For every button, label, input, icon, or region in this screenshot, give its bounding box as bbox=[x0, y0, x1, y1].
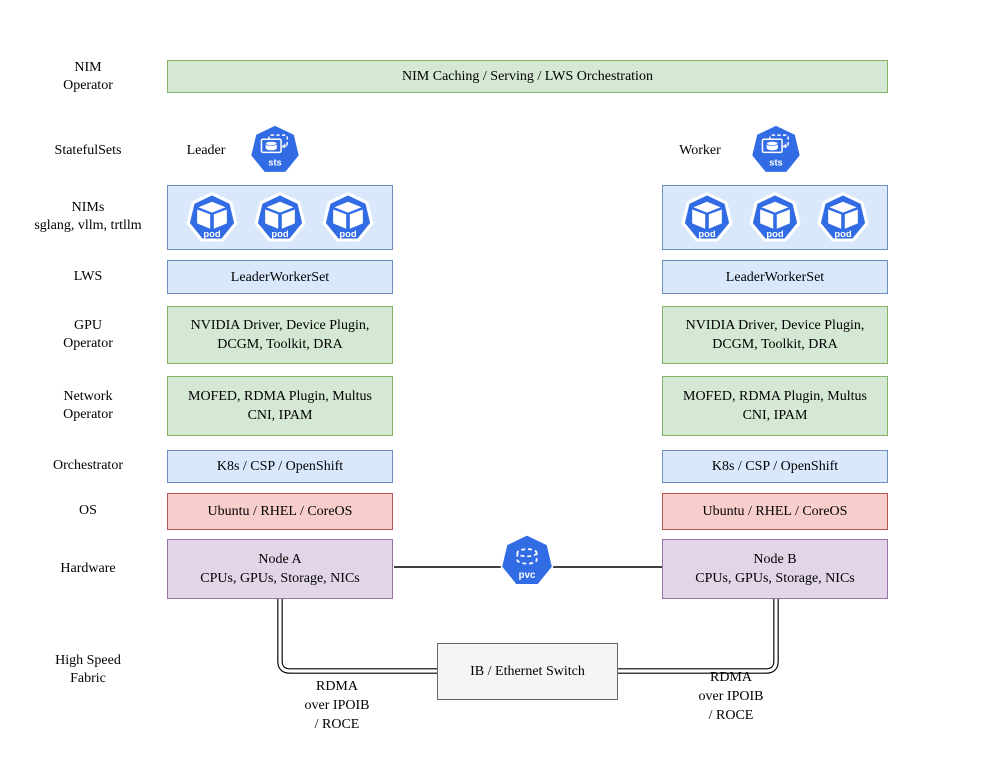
gpu-operator-box-left: NVIDIA Driver, Device Plugin, DCGM, Tool… bbox=[167, 306, 393, 364]
pvc-icon-label: pvc bbox=[519, 570, 536, 581]
os-box-right: Ubuntu / RHEL / CoreOS bbox=[662, 493, 888, 530]
sts-icon-worker: sts bbox=[750, 123, 802, 174]
pod-icon-label: pod bbox=[766, 228, 784, 239]
worker-label: Worker bbox=[679, 143, 721, 158]
fabric-switch-label: IB / Ethernet Switch bbox=[470, 664, 585, 679]
node-a-label: Node A CPUs, GPUs, Storage, NICs bbox=[200, 552, 360, 586]
leader-label: Leader bbox=[186, 143, 226, 158]
gpu-operator-box-right: NVIDIA Driver, Device Plugin, DCGM, Tool… bbox=[662, 306, 888, 364]
orchestrator-box-label: K8s / CSP / OpenShift bbox=[216, 459, 344, 474]
wire-node-a-to-switch-inner bbox=[278, 599, 438, 673]
pod-icon: pod bbox=[186, 191, 238, 242]
row-label-fabric: High Speed Fabric bbox=[55, 653, 121, 686]
pvc-heptagon bbox=[500, 534, 554, 586]
pod-icon: pod bbox=[749, 191, 801, 242]
pod-icon-label: pod bbox=[834, 228, 852, 239]
lws-box-label: LeaderWorkerSet bbox=[725, 269, 825, 285]
row-label-nim-operator: NIM Operator bbox=[63, 59, 113, 93]
gpu-operator-box-label: NVIDIA Driver, Device Plugin, DCGM, Tool… bbox=[190, 318, 370, 352]
row-label-statefulsets: StatefulSets bbox=[54, 143, 122, 158]
rdma-label-right: RDMA over IPOIB / ROCE bbox=[698, 670, 764, 723]
gpu-operator-box-label: NVIDIA Driver, Device Plugin, DCGM, Tool… bbox=[685, 318, 865, 352]
wire-node-a-to-switch-outer bbox=[277, 599, 438, 674]
orchestrator-box-right: K8s / CSP / OpenShift bbox=[662, 450, 888, 483]
row-label-lws: LWS bbox=[73, 269, 103, 284]
row-label-hardware: Hardware bbox=[60, 561, 116, 576]
sts-icon-leader: sts bbox=[249, 123, 301, 174]
nim-operator-bar-label: NIM Caching / Serving / LWS Orchestratio… bbox=[402, 69, 653, 84]
pod-icon-label: pod bbox=[339, 228, 357, 239]
rdma-label-left: RDMA over IPOIB / ROCE bbox=[304, 679, 370, 732]
node-b-box: Node B CPUs, GPUs, Storage, NICs bbox=[662, 539, 888, 599]
row-label-nims: NIMs sglang, vllm, trtllm bbox=[34, 200, 142, 233]
orchestrator-box-label: K8s / CSP / OpenShift bbox=[711, 459, 839, 474]
orchestrator-box-left: K8s / CSP / OpenShift bbox=[167, 450, 393, 483]
pod-icon: pod bbox=[322, 191, 374, 242]
pod-icon: pod bbox=[817, 191, 869, 242]
network-operator-box-left: MOFED, RDMA Plugin, Multus CNI, IPAM bbox=[167, 376, 393, 436]
node-a-box: Node A CPUs, GPUs, Storage, NICs bbox=[167, 539, 393, 599]
sts-icon-label: sts bbox=[769, 157, 782, 167]
lws-box-label: LeaderWorkerSet bbox=[230, 269, 330, 285]
wire-node-b-to-switch-outer bbox=[618, 599, 779, 674]
pod-icon-label: pod bbox=[203, 228, 221, 239]
node-b-label: Node B CPUs, GPUs, Storage, NICs bbox=[695, 552, 855, 586]
network-operator-box-right: MOFED, RDMA Plugin, Multus CNI, IPAM bbox=[662, 376, 888, 436]
sts-icon-label: sts bbox=[268, 157, 281, 167]
pod-icon: pod bbox=[254, 191, 306, 242]
row-label-gpu-operator: GPU Operator bbox=[63, 318, 113, 351]
os-box-label: Ubuntu / RHEL / CoreOS bbox=[702, 504, 848, 519]
nims-box-worker: pod pod pod bbox=[662, 185, 888, 250]
row-label-os: OS bbox=[79, 503, 97, 518]
pvc-icon: pvc bbox=[500, 534, 554, 586]
pod-icon-label: pod bbox=[271, 228, 289, 239]
nim-operator-bar: NIM Caching / Serving / LWS Orchestratio… bbox=[167, 60, 888, 93]
lws-box-leader: LeaderWorkerSet bbox=[167, 260, 393, 294]
pod-icon-label: pod bbox=[698, 228, 716, 239]
row-label-orchestrator: Orchestrator bbox=[53, 458, 123, 473]
wire-node-b-to-switch-inner bbox=[618, 599, 778, 673]
lws-box-worker: LeaderWorkerSet bbox=[662, 260, 888, 294]
os-box-label: Ubuntu / RHEL / CoreOS bbox=[207, 504, 353, 519]
network-operator-box-label: MOFED, RDMA Plugin, Multus CNI, IPAM bbox=[683, 389, 867, 423]
nims-box-leader: pod pod pod bbox=[167, 185, 393, 250]
network-operator-box-label: MOFED, RDMA Plugin, Multus CNI, IPAM bbox=[188, 389, 372, 423]
pod-icon: pod bbox=[681, 191, 733, 242]
fabric-switch-box: IB / Ethernet Switch bbox=[437, 643, 618, 700]
row-label-network-operator: Network Operator bbox=[63, 389, 113, 422]
os-box-left: Ubuntu / RHEL / CoreOS bbox=[167, 493, 393, 530]
